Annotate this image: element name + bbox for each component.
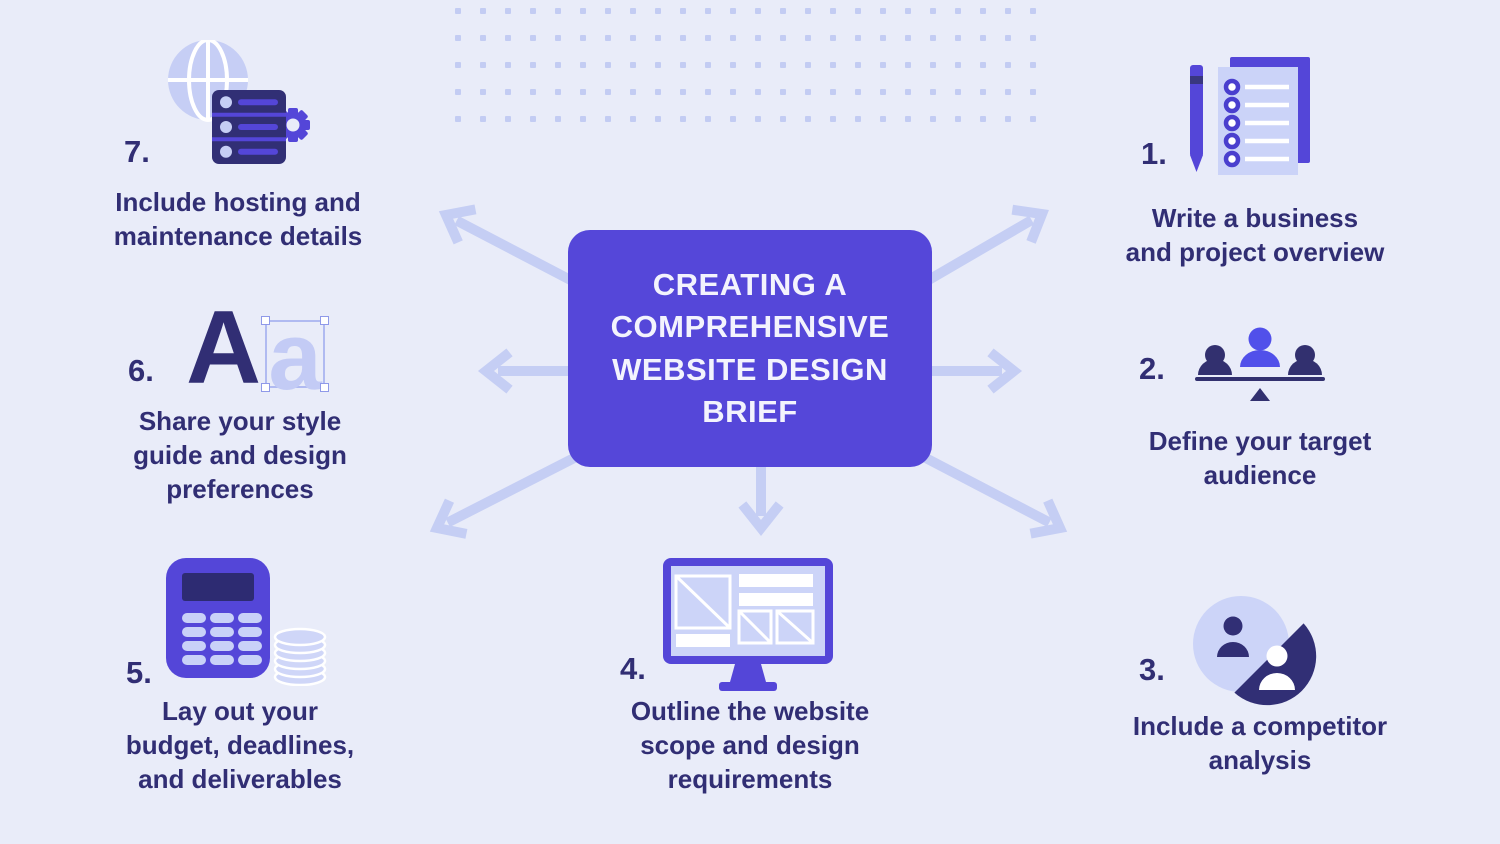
audience-balance-icon — [1195, 327, 1325, 401]
selection-handle — [320, 316, 330, 326]
typography-aa-icon: A a — [186, 290, 330, 411]
selection-handle — [261, 383, 271, 393]
step-number: 5. — [126, 655, 152, 690]
step-number: 6. — [128, 353, 154, 388]
arrow-to-step-2 — [925, 348, 1023, 394]
arrow-to-step-6 — [477, 348, 575, 394]
step-4-scope-requirements: 4. Outline the website scope and design … — [600, 553, 900, 798]
infographic-title: CREATING A COMPREHENSIVE WEBSITE DESIGN … — [610, 267, 890, 429]
step-label: Define your target audience — [1148, 426, 1372, 490]
server-globe-gear-icon — [168, 40, 310, 164]
arrow-to-step-5 — [429, 450, 583, 539]
step-6-style-guide: A a 6. Share your style guide and design… — [90, 290, 390, 513]
pen-checklist-icon — [1190, 57, 1310, 175]
step-5-budget-deadlines: 5. Lay out your budget, deadlines, and d… — [90, 553, 390, 798]
step-3-competitor-analysis: 3. Include a competitor analysis — [1105, 590, 1415, 790]
step-label: Outline the website scope and design req… — [630, 696, 870, 794]
step-number: 4. — [620, 651, 646, 686]
arrow-to-step-3 — [917, 450, 1068, 539]
step-label: Write a business and project overview — [1125, 203, 1385, 267]
step-number: 1. — [1141, 136, 1167, 171]
step-2-target-audience: 2. Define your target audience — [1105, 325, 1415, 505]
step-7-hosting-maintenance: 7. Include hosting and maintenance detai… — [88, 40, 388, 265]
arrow-to-step-7 — [438, 204, 583, 290]
step-number: 7. — [124, 134, 150, 169]
competitor-analysis-icon — [1193, 596, 1317, 706]
step-number: 2. — [1139, 351, 1165, 386]
dot-grid-pattern — [455, 8, 1045, 130]
large-letter: A — [186, 290, 262, 406]
calculator-coins-icon — [166, 558, 327, 686]
selection-handle — [320, 383, 330, 393]
arrow-to-step-1 — [917, 204, 1049, 290]
website-wireframe-monitor-icon — [663, 558, 833, 691]
step-label: Lay out your budget, deadlines, and deli… — [125, 696, 355, 794]
small-letter: a — [268, 303, 322, 411]
selection-handle — [261, 316, 271, 326]
central-title-card: CREATING A COMPREHENSIVE WEBSITE DESIGN … — [568, 230, 932, 467]
step-number: 3. — [1139, 652, 1165, 687]
step-1-business-overview: 1. Write a business and project overview — [1105, 50, 1405, 290]
step-label: Include a competitor analysis — [1132, 711, 1388, 775]
step-label: Share your style guide and design prefer… — [133, 406, 347, 504]
selection-box: a — [261, 303, 330, 411]
step-label: Include hosting and maintenance details — [113, 187, 363, 251]
